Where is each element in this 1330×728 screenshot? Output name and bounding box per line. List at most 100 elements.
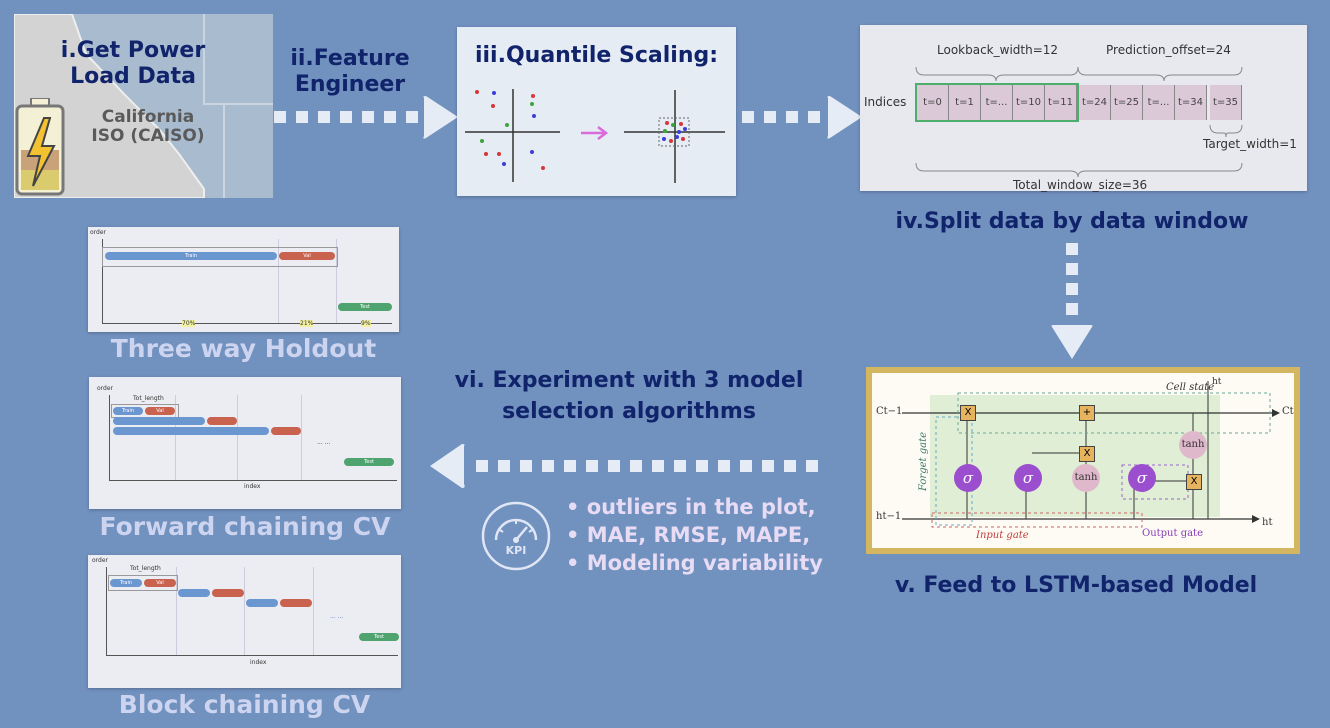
step-get-power-load-data: i.Get Power Load Data (60, 38, 206, 90)
window-cell: t=0 (917, 85, 949, 120)
h-next-label: ht (1262, 517, 1273, 528)
forget-gate-label: Forget gate (918, 431, 929, 491)
list-item: MAE, RMSE, MAPE, (566, 523, 826, 547)
window-cell: t=10 (1013, 85, 1045, 120)
mult-output: X (1186, 474, 1202, 490)
add-cell: + (1079, 405, 1095, 421)
lookback-highlight (915, 83, 1079, 122)
tot-length-label: Tot_length (130, 565, 161, 572)
val-bar (212, 589, 244, 597)
mult-forget: X (960, 405, 976, 421)
train-bar (178, 589, 210, 597)
arrow-right-icon (742, 96, 862, 139)
y-axis (109, 395, 110, 480)
window-cell: t=1 (949, 85, 981, 120)
window-cell: t=... (981, 85, 1013, 120)
val-bar (207, 417, 237, 425)
h-top-label: ht (1212, 377, 1222, 387)
val-bar (271, 427, 301, 435)
window-cell: t=11 (1045, 85, 1077, 120)
gridline (175, 395, 176, 480)
lstm-cell-body (930, 395, 1220, 517)
index-label: index (244, 483, 261, 490)
tanh-input: tanh (1072, 464, 1100, 492)
arrow-down-icon (1051, 243, 1093, 359)
map-panel (14, 14, 273, 198)
test-bar: Test (344, 458, 394, 466)
test-bar: Test (359, 633, 399, 641)
method-forward-chaining: Forward chaining CV (99, 512, 391, 541)
total-window-label: Total_window_size=36 (1013, 178, 1148, 192)
gridline (278, 239, 279, 323)
mult-input: X (1079, 446, 1095, 462)
sigma-forget: σ (954, 464, 982, 492)
order-label: order (92, 557, 108, 564)
window-cell: t=34 (1175, 85, 1207, 120)
block-chaining-chart: order Tot_length Train Val ... ... Test … (88, 555, 401, 688)
list-item: Modeling variability (566, 551, 826, 575)
method-three-way-holdout: Three way Holdout (110, 334, 377, 363)
target-width-label: Target_width=1 (1203, 137, 1297, 151)
window-cell: t=35 (1210, 85, 1242, 120)
list-item: outliers in the plot, (566, 495, 826, 519)
val-bar: Val (279, 252, 335, 260)
x-axis (109, 480, 397, 481)
tick-label: 9% (361, 320, 371, 327)
window-cell: t=... (1143, 85, 1175, 120)
arrow-right-icon (274, 96, 458, 139)
caiso-label: California ISO (CAISO) (91, 107, 205, 146)
sigma-input: σ (1014, 464, 1042, 492)
quantile-scaling-panel: iii.Quantile Scaling: (457, 27, 736, 196)
sigma-output: σ (1128, 464, 1156, 492)
step-quantile-scaling: iii.Quantile Scaling: (474, 43, 719, 68)
gridline (244, 567, 245, 655)
x-axis (106, 655, 398, 656)
train-bar: Train (105, 252, 277, 260)
battery-icon (14, 97, 68, 202)
c-prev-label: Ct−1 (876, 406, 903, 417)
window-panel: Lookback_width=12 Prediction_offset=24 I… (860, 25, 1307, 192)
indices-label: Indices (864, 95, 907, 109)
window-brackets (915, 66, 1243, 178)
train-bar (113, 417, 205, 425)
order-label: order (97, 385, 113, 392)
gridline (301, 395, 302, 480)
gridline (313, 567, 314, 655)
y-axis (102, 239, 103, 323)
ellipsis-label: ... ... (330, 613, 344, 620)
h-prev-label: ht−1 (876, 511, 902, 522)
output-gate-label: Output gate (1142, 528, 1203, 539)
val-bar: Val (144, 579, 176, 587)
input-gate-label: Input gate (976, 530, 1029, 541)
step-split-data: iv.Split data by data window (895, 209, 1249, 234)
lstm-panel: Cell state ht Ct−1 Ct ht−1 ht X + X X σ … (866, 367, 1300, 554)
lstm-inner: Cell state ht Ct−1 Ct ht−1 ht X + X X σ … (872, 373, 1294, 548)
step-feature-engineer: ii.Feature Engineer (290, 46, 410, 98)
forward-chaining-chart: order Tot_length Train Val ... ... Test … (89, 377, 401, 509)
kpi-list: outliers in the plot, MAE, RMSE, MAPE, M… (566, 495, 826, 579)
lookback-label: Lookback_width=12 (937, 43, 1059, 57)
window-cell: t=25 (1111, 85, 1143, 120)
tanh-output: tanh (1179, 431, 1207, 459)
y-axis (106, 567, 107, 655)
test-bar: Test (338, 303, 392, 311)
index-label: index (250, 659, 267, 666)
scatter-before-after (465, 89, 725, 183)
gridline (336, 239, 337, 323)
kpi-icon: KPI (480, 500, 552, 572)
gridline (176, 567, 177, 655)
tick-label: 70% (182, 320, 196, 327)
kpi-label: KPI (505, 544, 527, 557)
val-bar: Val (145, 407, 175, 415)
cell-state-label: Cell state (1166, 382, 1215, 393)
val-bar (280, 599, 312, 607)
c-next-label: Ct (1282, 406, 1294, 417)
bracket-box (108, 575, 178, 591)
train-bar: Train (110, 579, 142, 587)
three-way-holdout-chart: order Train Val Test 70% 21% 9% (88, 227, 399, 332)
ellipsis-label: ... ... (317, 439, 331, 446)
window-cell: t=24 (1079, 85, 1111, 120)
gridline (237, 395, 238, 480)
bracket-box (102, 247, 338, 267)
step-feed-lstm: v. Feed to LSTM-based Model (894, 573, 1258, 598)
